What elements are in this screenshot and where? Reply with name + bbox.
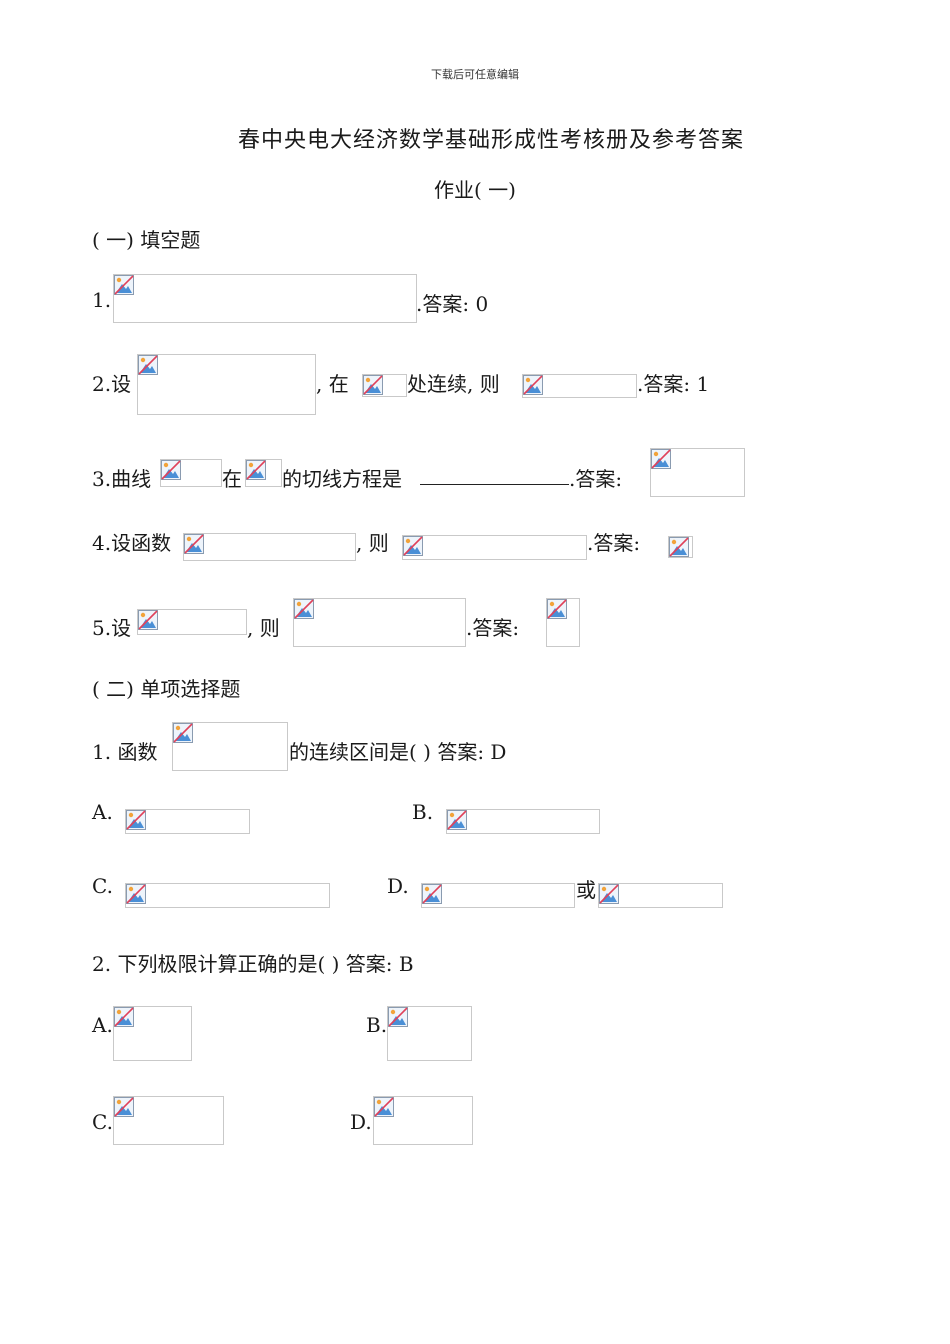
mc-q1-function-image <box>172 722 288 771</box>
mc-q1-option-b-label: B. <box>412 800 434 824</box>
broken-image-icon <box>547 599 567 619</box>
broken-image-icon <box>126 884 146 904</box>
broken-image-icon <box>374 1097 394 1117</box>
q4-expression-image <box>402 535 587 560</box>
mc-q2-option-a-label: A. <box>92 1013 113 1037</box>
mc-q1-option-a-image <box>125 809 250 834</box>
broken-image-icon <box>246 460 266 480</box>
q2-mid2: 处连续, 则 <box>407 372 500 396</box>
mc-q2-option-b-image <box>387 1006 472 1061</box>
mc-q1-option-d-or: 或 <box>576 878 596 902</box>
q3-answer: .答案: <box>569 467 623 491</box>
mc-q1-option-a-label: A. <box>92 800 113 824</box>
broken-image-icon <box>294 599 314 619</box>
q3-prefix: 3.曲线 <box>92 467 152 491</box>
q1-answer: .答案: 0 <box>416 292 489 316</box>
q5-answer: .答案: <box>466 616 520 640</box>
q4-function-image <box>183 533 356 561</box>
q2-mid1: , 在 <box>316 372 349 396</box>
q3-point-image <box>245 459 282 487</box>
broken-image-icon <box>184 534 204 554</box>
q3-curve-image <box>160 459 222 487</box>
mc-q2-option-a-image <box>113 1006 192 1061</box>
mc-q2-option-d-label: D. <box>350 1110 372 1134</box>
mc-q1-option-d2-image <box>598 883 723 908</box>
section-fill-in-heading: ( 一) 填空题 <box>92 228 201 252</box>
broken-image-icon <box>138 610 158 630</box>
broken-image-icon <box>363 375 383 395</box>
mc-q1-option-d-image <box>421 883 575 908</box>
mc-q1-option-d-label: D. <box>387 874 409 898</box>
q4-prefix: 4.设函数 <box>92 531 172 555</box>
mc-q1-prefix: 1. 函数 <box>92 740 158 764</box>
q4-answer-image <box>668 536 693 558</box>
mc-q1-option-b-image <box>446 809 600 834</box>
mc-q2-option-b-label: B. <box>366 1013 388 1037</box>
q2-point-image <box>362 374 407 397</box>
mc-q1-option-c-label: C. <box>92 874 113 898</box>
q3-blank-line <box>420 484 569 485</box>
broken-image-icon <box>403 536 423 556</box>
mc-q2-option-c-label: C. <box>92 1110 113 1134</box>
mc-q1-option-c-image <box>125 883 330 908</box>
q5-mid1: , 则 <box>247 616 280 640</box>
broken-image-icon <box>138 355 158 375</box>
q2-limit-image <box>522 374 637 398</box>
q2-prefix: 2.设 <box>92 372 132 396</box>
broken-image-icon <box>388 1007 408 1027</box>
q3-mid2: 的切线方程是 <box>282 467 402 491</box>
q4-mid1: , 则 <box>356 531 389 555</box>
q4-answer: .答案: <box>587 531 641 555</box>
broken-image-icon <box>161 460 181 480</box>
broken-image-icon <box>114 1007 134 1027</box>
broken-image-icon <box>599 884 619 904</box>
mc-q1-suffix: 的连续区间是( ) 答案: D <box>289 740 507 764</box>
document-title: 春中央电大经济数学基础形成性考核册及参考答案 <box>237 128 744 153</box>
q3-answer-image <box>650 448 745 497</box>
q2-function-image <box>137 354 316 415</box>
q1-formula-image <box>113 274 417 323</box>
broken-image-icon <box>114 1097 134 1117</box>
q3-mid1: 在 <box>222 467 242 491</box>
header-note: 下载后可任意编辑 <box>431 68 519 81</box>
q5-prefix: 5.设 <box>92 616 132 640</box>
broken-image-icon <box>422 884 442 904</box>
mc-q2-option-d-image <box>373 1096 473 1145</box>
broken-image-icon <box>651 449 671 469</box>
broken-image-icon <box>173 723 193 743</box>
broken-image-icon <box>523 375 543 395</box>
q2-answer: .答案: 1 <box>637 372 710 396</box>
broken-image-icon <box>447 810 467 830</box>
broken-image-icon <box>669 537 689 557</box>
broken-image-icon <box>126 810 146 830</box>
assignment-subtitle: 作业( 一) <box>434 178 516 202</box>
q1-number: 1. <box>92 288 112 312</box>
section-multiple-choice-heading: ( 二) 单项选择题 <box>92 677 241 701</box>
broken-image-icon <box>114 275 134 295</box>
mc-q2-text: 2. 下列极限计算正确的是( ) 答案: B <box>92 952 414 976</box>
q5-expression-image <box>293 598 466 647</box>
q5-function-image <box>137 609 247 635</box>
q5-answer-image <box>546 598 580 647</box>
mc-q2-option-c-image <box>113 1096 224 1145</box>
